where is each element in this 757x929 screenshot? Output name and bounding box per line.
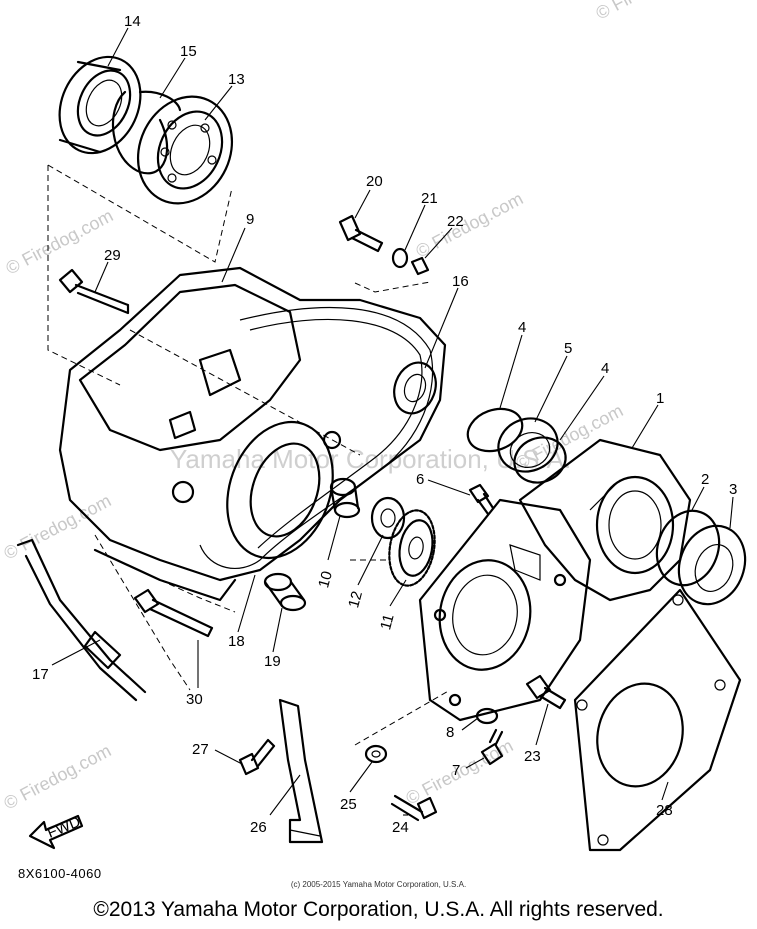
callout-26: 26 — [250, 819, 267, 836]
forward-arrow-icon: FWD — [28, 813, 83, 850]
callout-23: 23 — [524, 748, 541, 765]
washer-25 — [364, 744, 388, 764]
callout-9: 9 — [246, 211, 254, 228]
footer-copyright: ©2013 Yamaha Motor Corporation, U.S.A. A… — [93, 898, 664, 921]
callout-14: 14 — [124, 13, 141, 30]
bearing-12 — [370, 496, 406, 540]
washer-8 — [475, 707, 499, 725]
bearing-13 — [136, 95, 234, 205]
callout-27: 27 — [192, 741, 209, 758]
callout-2: 2 — [701, 471, 709, 488]
dowel-pin-10 — [329, 477, 361, 519]
fwd-label: FWD — [45, 813, 83, 842]
leader-lines — [51, 27, 734, 816]
callout-11: 11 — [377, 612, 397, 631]
joint-5 — [497, 417, 559, 473]
tube-17 — [16, 538, 147, 702]
callout-19: 19 — [264, 653, 281, 670]
gear-11 — [388, 509, 436, 587]
callout-20: 20 — [366, 173, 383, 190]
circlip-15 — [111, 90, 182, 175]
bolt-29 — [58, 268, 130, 315]
callout-numbers: 14 15 13 9 29 20 21 22 16 4 5 4 1 2 3 6 … — [32, 13, 737, 836]
callout-22: 22 — [447, 213, 464, 230]
callout-30: 30 — [186, 691, 203, 708]
callout-13: 13 — [228, 71, 245, 88]
diagram-code: 8X6100-4060 — [18, 866, 102, 881]
bolt-6 — [468, 483, 495, 516]
callout-16: 16 — [452, 273, 469, 290]
bolt-27 — [238, 738, 276, 776]
bolt-24 — [390, 794, 438, 822]
callout-15: 15 — [180, 43, 197, 60]
watermark-layer: © Firedog.com © Firedog.com © Firedog.co… — [0, 0, 706, 814]
collar-19 — [263, 572, 307, 612]
watermark-text: © Firedog.com — [0, 740, 114, 813]
bearing-2 — [655, 509, 721, 587]
bearing-3 — [677, 524, 747, 606]
callout-1: 1 — [656, 390, 664, 407]
nut-22 — [410, 256, 430, 276]
callout-12: 12 — [345, 589, 366, 610]
bearing-14 — [58, 55, 142, 155]
seal-16 — [393, 361, 437, 415]
callout-5: 5 — [564, 340, 572, 357]
callout-4b: 4 — [601, 360, 609, 377]
callout-18: 18 — [228, 633, 245, 650]
callout-29: 29 — [104, 247, 121, 264]
callout-28: 28 — [656, 802, 673, 819]
callout-21: 21 — [421, 190, 438, 207]
cover-plate — [418, 498, 592, 722]
crankcase-9 — [58, 266, 447, 602]
bolt-20 — [338, 214, 384, 253]
bolt-30 — [133, 588, 214, 638]
assembly-guide-lines — [47, 164, 451, 746]
center-watermark: Yamaha Motor Corporation, U.S.A. — [170, 444, 571, 474]
callout-7: 7 — [452, 762, 460, 779]
watermark-text: © Firedog.com — [2, 205, 116, 278]
bolt-7 — [480, 728, 504, 766]
callout-17: 17 — [32, 666, 49, 683]
callout-10: 10 — [315, 569, 336, 590]
bolt-23 — [525, 674, 567, 710]
bracket-26 — [278, 698, 324, 844]
watermark-text: © Firedog.com — [592, 0, 706, 24]
callout-6: 6 — [416, 471, 424, 488]
washer-21 — [391, 247, 409, 269]
callout-8: 8 — [446, 724, 454, 741]
callout-25: 25 — [340, 796, 357, 813]
callout-3: 3 — [729, 481, 737, 498]
callout-4a: 4 — [518, 319, 526, 336]
small-copyright: (c) 2005-2015 Yamaha Motor Corporation, … — [290, 880, 467, 889]
gasket-28 — [573, 588, 742, 852]
callout-24: 24 — [392, 819, 409, 836]
